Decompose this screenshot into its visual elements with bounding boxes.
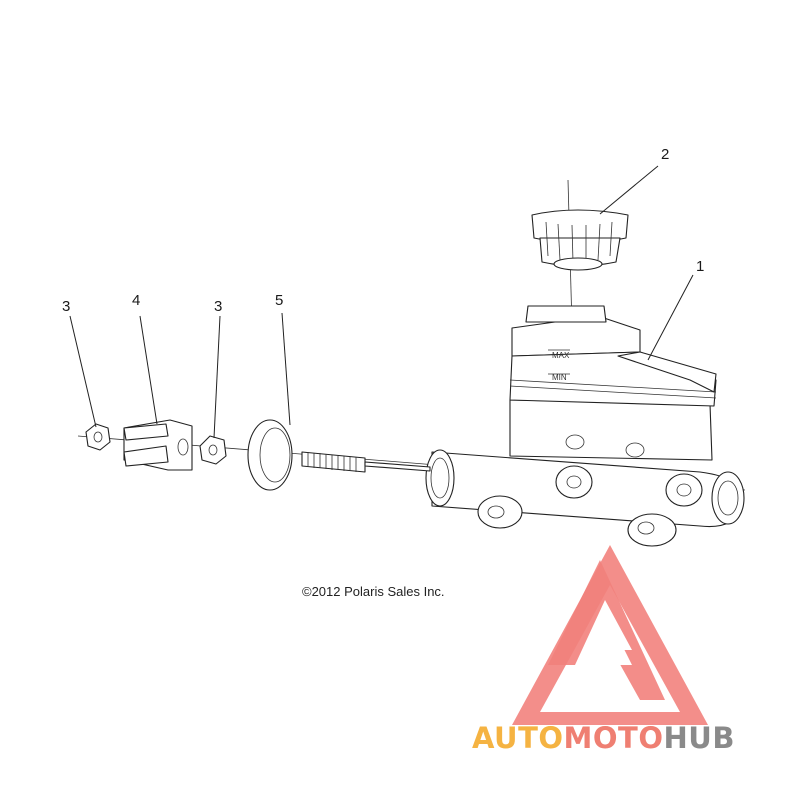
watermark-auto: AUTO <box>472 721 564 755</box>
push-rod-spring <box>301 451 431 473</box>
leader-line-2 <box>599 165 659 215</box>
callout-5: 5 <box>275 292 283 309</box>
watermark-moto: MOTO <box>564 721 664 755</box>
reservoir-cap <box>531 209 629 271</box>
watermark-logo-icon <box>512 545 708 725</box>
leader-line-3a <box>69 315 97 428</box>
copyright-text: ©2012 Polaris Sales Inc. <box>302 584 445 599</box>
clevis-yoke <box>123 419 193 471</box>
boot-seal <box>247 419 293 491</box>
callout-2: 2 <box>661 146 669 163</box>
callout-4: 4 <box>132 292 140 309</box>
leader-line-1 <box>647 274 694 361</box>
callout-1: 1 <box>696 258 704 275</box>
watermark-hub: HUB <box>664 721 735 755</box>
reservoir-min-mark: MIN <box>552 373 567 382</box>
leader-line-4 <box>139 315 158 425</box>
watermark-text: AUTOMOTOHUB <box>472 721 735 755</box>
callout-3-right: 3 <box>214 298 222 315</box>
hex-nut-right <box>199 435 227 465</box>
leader-line-5 <box>281 312 291 426</box>
reservoir-max-mark: MAX <box>552 351 570 360</box>
master-cylinder-body <box>425 305 745 547</box>
leader-line-3b <box>213 315 221 439</box>
hex-nut-left <box>85 423 111 451</box>
callout-3-left: 3 <box>62 298 70 315</box>
